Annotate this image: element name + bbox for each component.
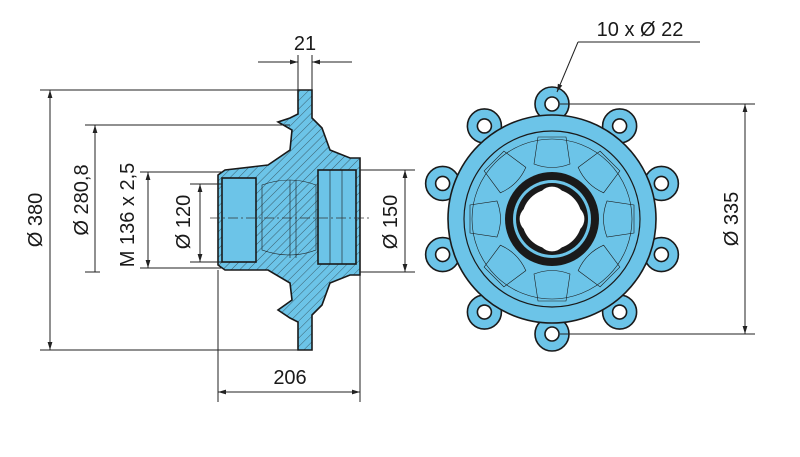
hub-pocket (483, 150, 527, 194)
bolt-hole (653, 246, 670, 263)
bolt-hole (544, 96, 560, 112)
hub-pocket (533, 270, 571, 302)
bolt-hole (476, 118, 493, 134)
bolt-hole (434, 246, 451, 263)
dim-bore-diameter: Ø 120 (173, 195, 195, 249)
bolt-holes (434, 96, 670, 342)
hub-pocket (483, 244, 527, 288)
hub-pocket (533, 136, 571, 168)
dim-bolt-circle: Ø 335 (721, 192, 743, 246)
dim-flange-width: 21 (294, 33, 316, 55)
dimension-labels: Ø 380 Ø 280,8 M 136 x 2,5 Ø 120 Ø 150 21… (25, 19, 743, 389)
bolt-hole (611, 304, 628, 320)
dim-pitch-diameter: Ø 280,8 (71, 164, 93, 235)
hub-pocket (577, 150, 621, 194)
bolt-hole (611, 118, 628, 134)
hub-pocket (469, 200, 501, 238)
bolt-hole (653, 175, 670, 192)
dim-hub-diameter: Ø 150 (380, 195, 402, 249)
front-view (424, 86, 680, 352)
bolt-hole (476, 304, 493, 320)
dim-overall-length: 206 (273, 367, 306, 389)
dim-bolt-holes: 10 x Ø 22 (597, 19, 684, 41)
dim-flange-diameter: Ø 380 (25, 193, 47, 247)
hub-pocket (577, 244, 621, 288)
side-section-view (210, 89, 370, 351)
bolt-hole (544, 326, 560, 342)
dim-thread: M 136 x 2,5 (117, 163, 139, 268)
bolt-hole (434, 175, 451, 192)
hub-pocket (603, 200, 635, 238)
dimension-lines (40, 41, 755, 402)
